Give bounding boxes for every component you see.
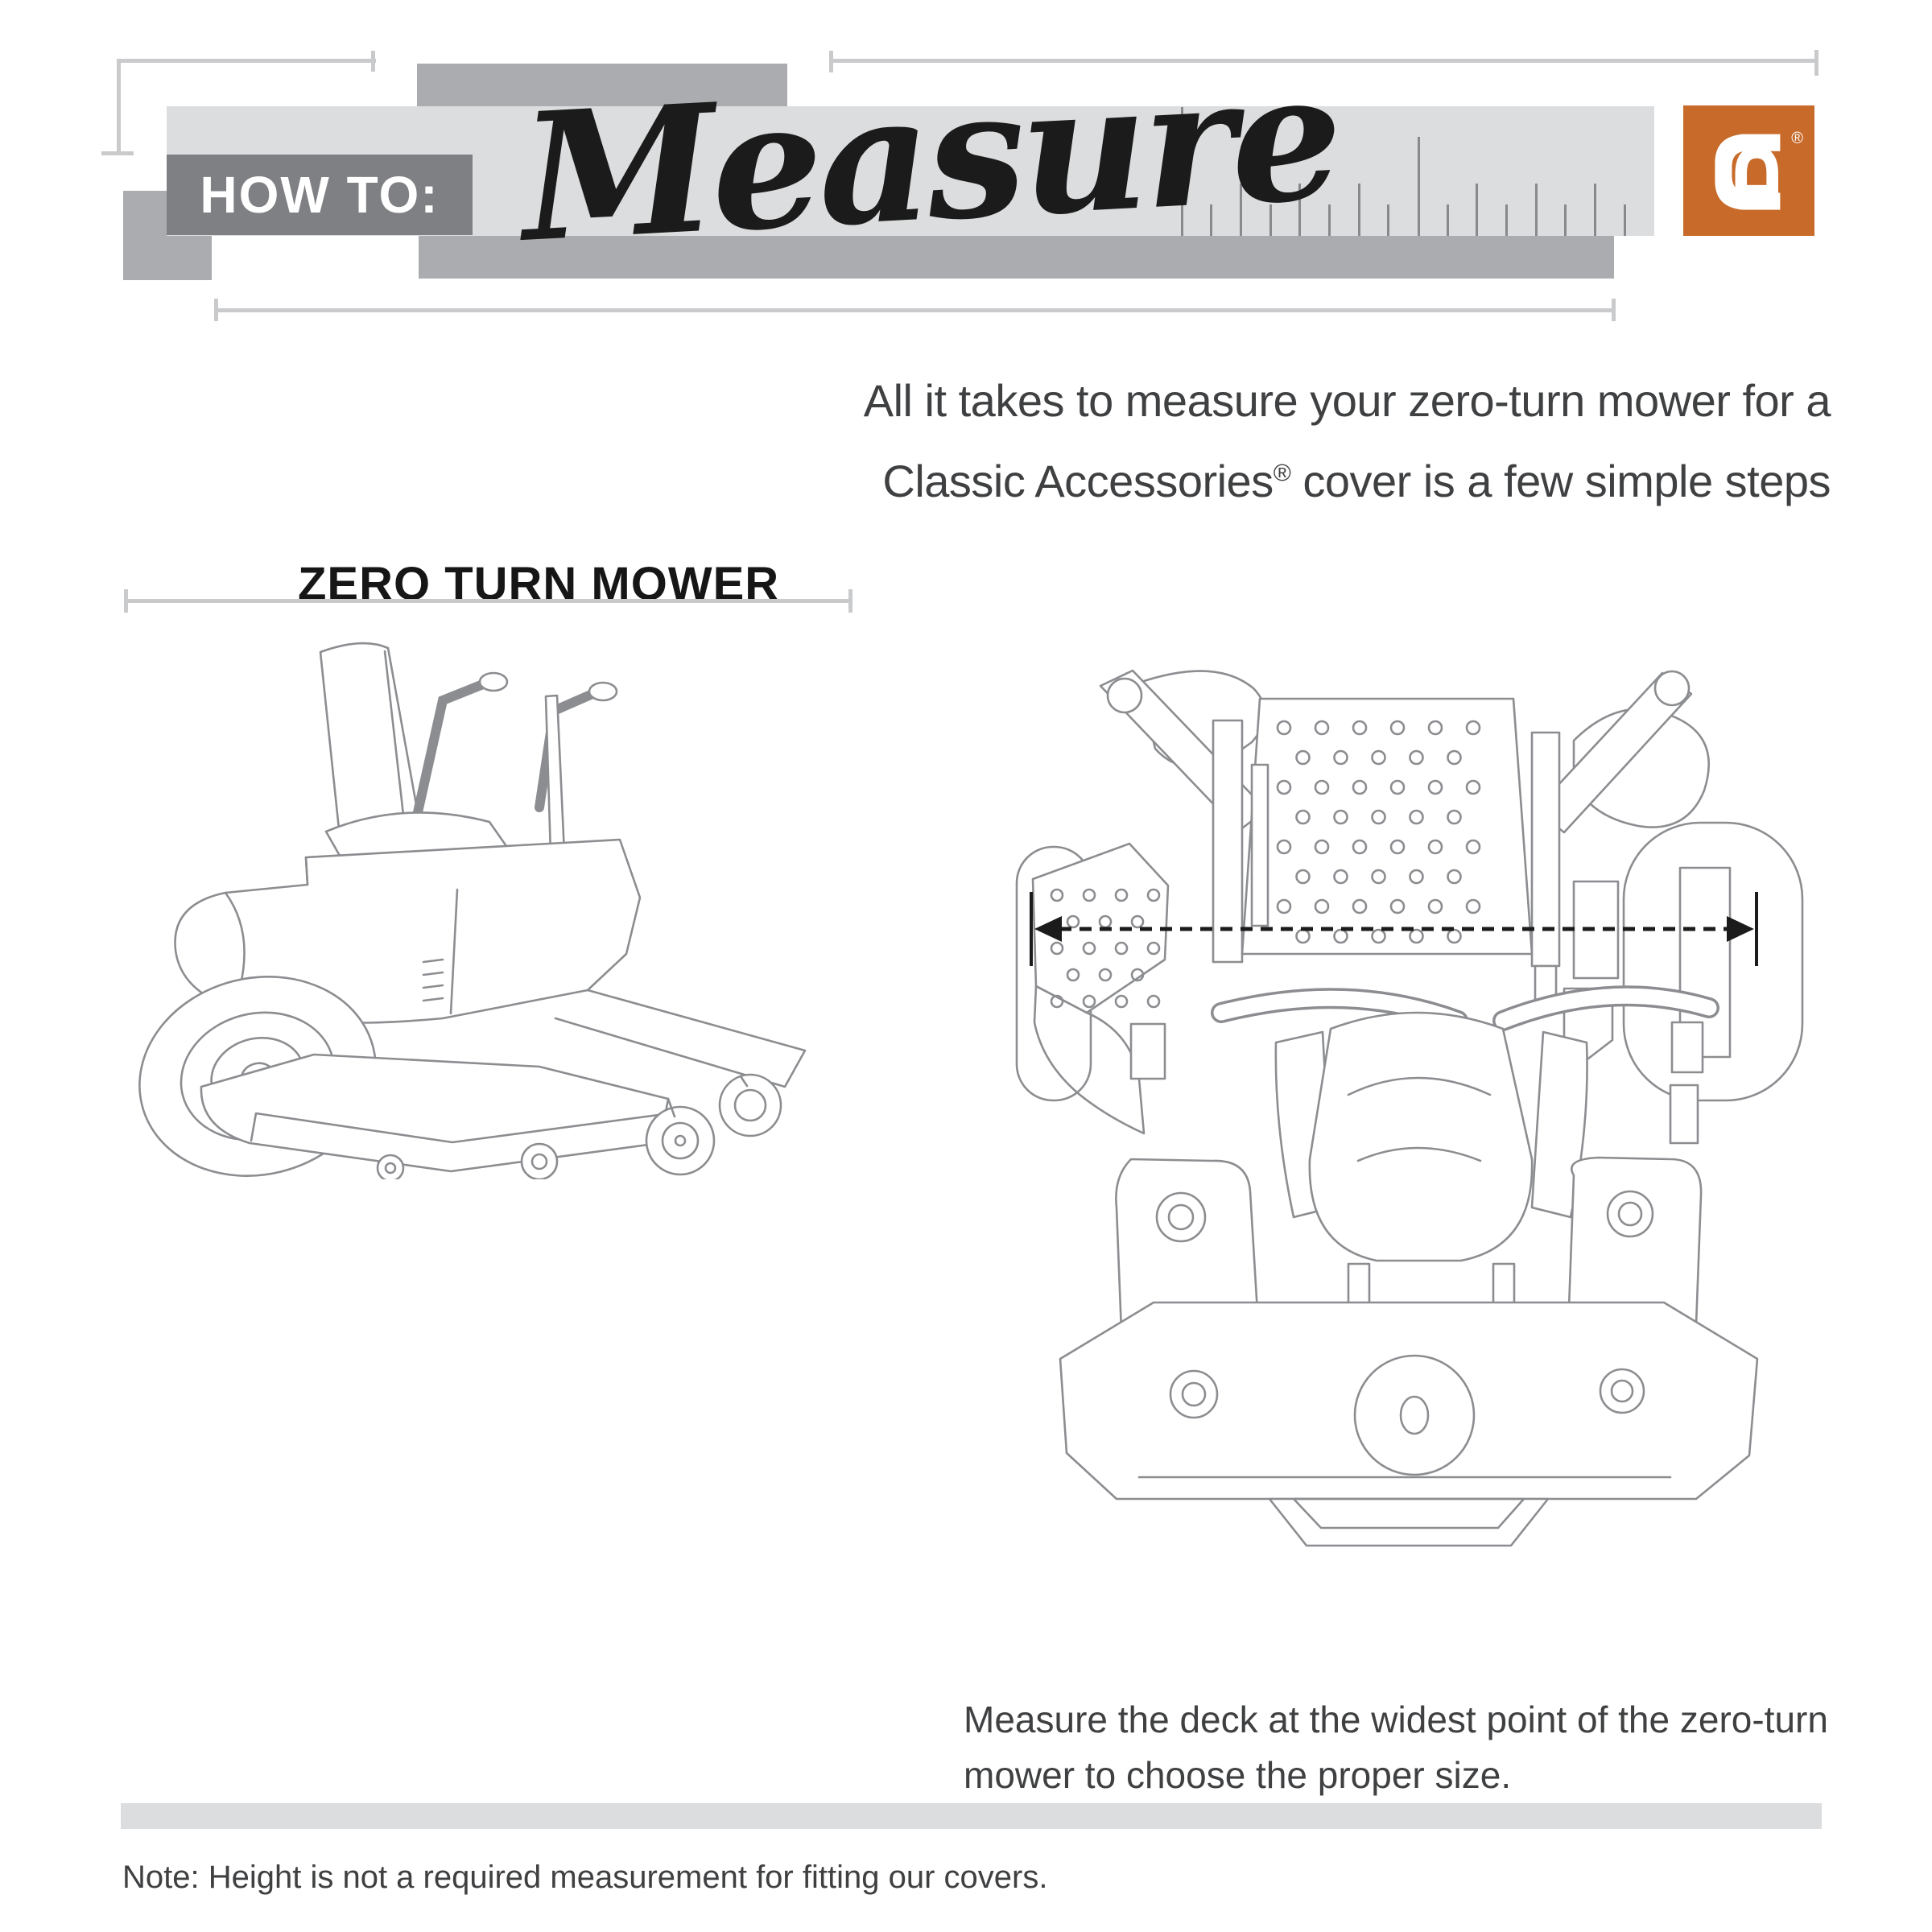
footer-note: Note: Height is not a required measureme… <box>122 1860 1048 1895</box>
bracket-cap-bottom <box>101 151 134 155</box>
ruler-tick <box>1358 184 1360 236</box>
ruler-tick <box>1210 204 1212 236</box>
header-bottom-rule-tick-left <box>214 299 218 321</box>
instruction-text: Measure the deck at the widest point of … <box>964 1692 1849 1803</box>
frame-rails <box>554 989 807 1088</box>
front-chute <box>1268 1497 1550 1547</box>
measure-line-tick-right <box>1814 50 1818 76</box>
fender-perforation-dots <box>1050 888 1161 1009</box>
frame-bar-left <box>1212 719 1244 964</box>
front-caster-left <box>645 1097 716 1176</box>
ruler-tick <box>1447 204 1449 236</box>
logo-registered-mark: ® <box>1791 130 1803 147</box>
left-fender-skirt <box>1033 985 1146 1135</box>
top-view-body-group <box>1015 669 1804 1547</box>
intro-line-2: Classic Accessories® cover is a few simp… <box>882 455 1831 506</box>
ruler-tick <box>1594 184 1596 236</box>
ruler-tick <box>1476 184 1478 236</box>
ruler-tick <box>1240 184 1242 236</box>
ca-monogram-icon <box>1715 134 1781 210</box>
ruler-tick <box>1298 184 1301 236</box>
instruction-line-2: mower to choose the proper size. <box>964 1754 1512 1796</box>
ruler-tick <box>1387 204 1389 236</box>
seat-top <box>1308 1011 1534 1262</box>
diagram-label-rule <box>124 599 852 603</box>
intro-text: All it takes to measure your zero-turn m… <box>623 361 1831 521</box>
bracket-line-top-left <box>117 59 376 63</box>
deck-width-measure-arrow <box>1030 892 1758 966</box>
arrowhead-right-icon <box>1727 916 1754 942</box>
lap-bar-left <box>410 679 488 832</box>
cutting-deck <box>200 1053 670 1173</box>
ruler-tick <box>1269 204 1272 236</box>
footer-divider-bar <box>121 1803 1822 1829</box>
ruler-tick <box>1535 184 1538 236</box>
header-bottom-rule-tick-right <box>1612 299 1616 321</box>
zero-turn-mower-perspective-illustration <box>138 642 807 1179</box>
diagram-rule-tick-left <box>124 589 128 613</box>
header-bottom-rule <box>214 308 1615 312</box>
header-gray-band-bottom <box>419 236 1614 279</box>
classic-accessories-logo: ® <box>1683 105 1814 236</box>
measure-end-bar-right <box>1755 892 1758 966</box>
anti-scalp-rollers <box>376 1142 559 1179</box>
front-caster-right <box>718 1073 782 1137</box>
steering-levers <box>1211 985 1719 1031</box>
page-title: Measure <box>516 33 1343 282</box>
measure-end-bar-left <box>1030 892 1033 966</box>
engine-screen-plate <box>1241 697 1534 956</box>
ruler-tick <box>1624 204 1626 236</box>
header-gray-block-top <box>417 64 787 109</box>
instruction-line-1: Measure the deck at the widest point of … <box>964 1699 1828 1740</box>
measure-line-tick-left <box>829 51 833 72</box>
bracket-tick-right <box>371 51 375 72</box>
intro-line-1: All it takes to measure your zero-turn m… <box>863 375 1831 426</box>
ruler-tick <box>1418 137 1420 236</box>
arrowhead-left-icon <box>1034 916 1062 942</box>
zero-turn-mower-top-down-illustration <box>1015 669 1804 1547</box>
perforation-dots <box>1276 720 1481 944</box>
how-to-kicker-box: HOW TO: <box>167 155 473 235</box>
registered-mark: ® <box>1273 460 1291 487</box>
how-to-kicker-label: HOW TO: <box>200 166 440 224</box>
diagram-rule-tick-right <box>848 589 852 613</box>
measure-line-top-right <box>829 59 1818 63</box>
bracket-line-vertical <box>117 59 121 154</box>
mower-body-group <box>138 642 807 1179</box>
ruler-tick <box>1181 107 1183 236</box>
ruler-tick <box>1505 204 1508 236</box>
ruler-tick <box>1564 204 1567 236</box>
ruler-tick <box>1328 204 1331 236</box>
